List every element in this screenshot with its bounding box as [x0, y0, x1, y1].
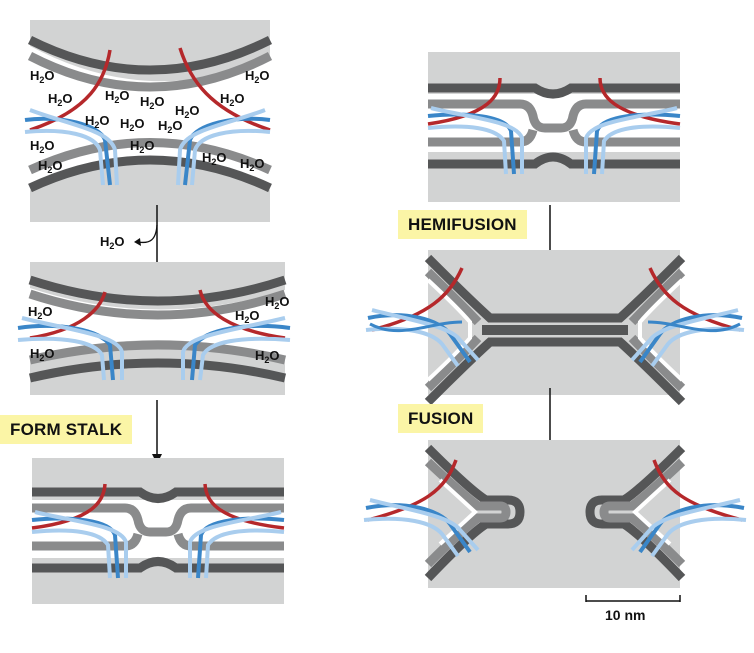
- water-label: H2O: [120, 116, 145, 133]
- water-label: H2O: [202, 150, 227, 167]
- water-label: H2O: [48, 91, 73, 108]
- water-label: H2O: [28, 304, 53, 321]
- scale-bar-label: 10 nm: [605, 607, 645, 623]
- water-label: H2O: [140, 94, 165, 111]
- water-label: H2O: [100, 234, 125, 251]
- panel-stalk-right: [427, 52, 681, 202]
- water-label: H2O: [38, 158, 63, 175]
- water-label: H2O: [30, 346, 55, 363]
- water-label: H2O: [130, 138, 155, 155]
- water-label: H2O: [175, 103, 200, 120]
- water-label: H2O: [235, 308, 260, 325]
- arrow-step-2: [152, 400, 162, 464]
- water-label: H2O: [265, 294, 290, 311]
- label-hemifusion: HEMIFUSION: [398, 210, 527, 239]
- water-label: H2O: [85, 113, 110, 130]
- scale-bar: 10 nm: [585, 595, 681, 623]
- water-label: H2O: [255, 348, 280, 365]
- panel-stalk: [31, 458, 285, 604]
- water-label: H2O: [30, 68, 55, 85]
- water-label: H2O: [158, 118, 183, 135]
- water-label: H2O: [240, 156, 265, 173]
- label-form-stalk: FORM STALK: [0, 415, 133, 444]
- water-label: H2O: [30, 138, 55, 155]
- panel-initial: H2O H2O H2O H2O H2O H2O H2O H2O H2O H2O …: [24, 20, 273, 222]
- water-label: H2O: [105, 88, 130, 105]
- panel-fusion: [363, 440, 747, 588]
- label-fusion: FUSION: [398, 404, 484, 433]
- panel-hemifusion: [365, 250, 745, 406]
- panel-dehydrated: H2O H2O H2O H2O H2O: [17, 262, 291, 395]
- water-label: H2O: [245, 68, 270, 85]
- water-label: H2O: [220, 91, 245, 108]
